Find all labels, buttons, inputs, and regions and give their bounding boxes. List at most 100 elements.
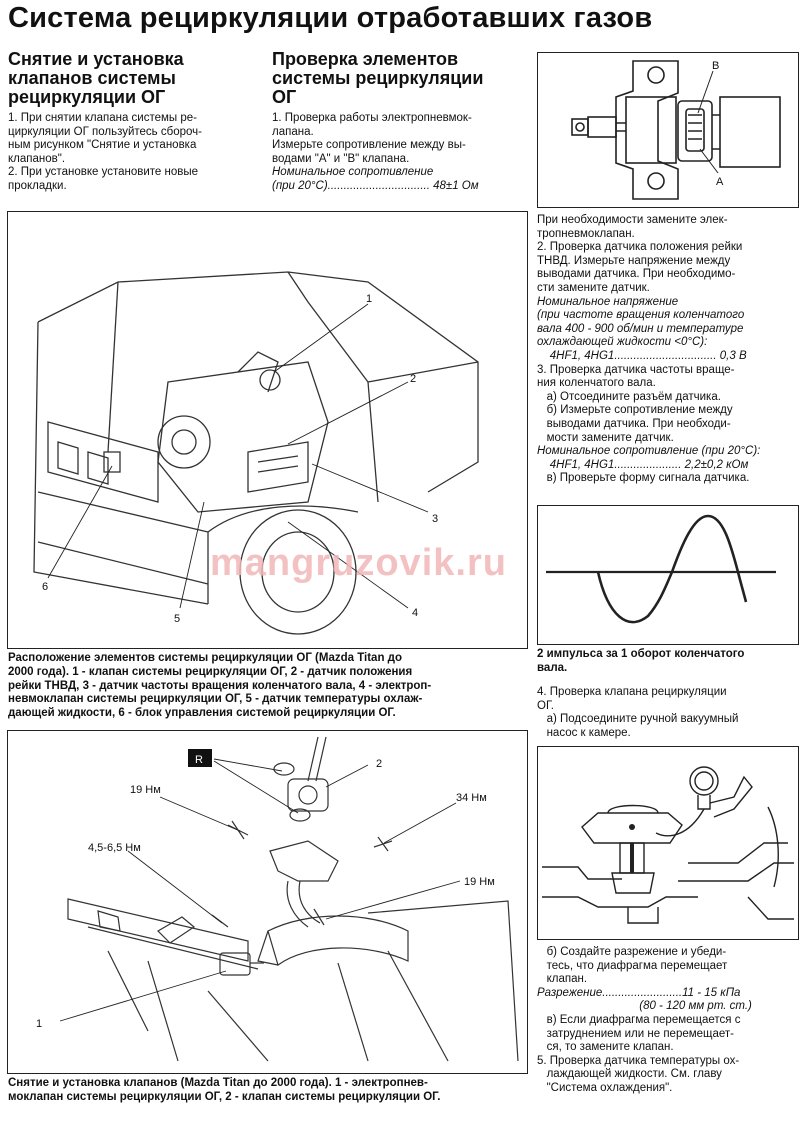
text-line: тропневмоклапан. <box>537 227 635 240</box>
r-badge-label: R <box>195 754 203 766</box>
label-b: B <box>712 60 719 72</box>
text-line: мости замените датчик. <box>537 431 674 444</box>
right-text-2: 4. Проверка клапана рециркуляции ОГ. а) … <box>537 686 802 740</box>
vacuum-pump-figure <box>537 746 799 940</box>
text-line: Измерьте сопротивление между вы- <box>272 139 466 152</box>
caption-line: Расположение элементов системы рециркуля… <box>8 652 402 664</box>
callout-2: 2 <box>410 373 416 385</box>
torque-34nm: 34 Нм <box>456 792 487 804</box>
page-title: Система рециркуляции отработавших газов <box>8 2 653 34</box>
text-line: выводами датчика. При необходи- <box>537 417 731 430</box>
text-line: Номинальное напряжение <box>537 295 679 308</box>
torque-19nm-upper: 19 Нм <box>130 784 161 796</box>
caption-line: Снятие и установка клапанов (Mazda Titan… <box>8 1077 428 1089</box>
callout-6: 6 <box>42 581 48 593</box>
section-check-heading: Проверка элементов системы рециркуляции … <box>272 50 527 107</box>
caption-line: дающей жидкости, 6 - блок управления сис… <box>8 707 396 720</box>
spec-value: (при 20°С)..............................… <box>272 179 479 192</box>
text-line: насос к камере. <box>537 726 631 739</box>
heading-line: ОГ <box>272 87 297 107</box>
text-line: в) Если диафрагма перемещается с <box>537 1013 741 1026</box>
solenoid-valve-drawing: B A <box>571 60 781 200</box>
heading-line: системы рециркуляции <box>272 68 484 88</box>
signal-curve <box>596 514 748 624</box>
heading-line: клапанов системы <box>8 68 176 88</box>
caption-line: 2000 года). 1 - клапан системы рециркуля… <box>8 665 413 678</box>
section-check: Проверка элементов системы рециркуляции … <box>272 50 527 194</box>
text-line: выводами датчика. При необходимо- <box>537 268 736 281</box>
text-line: охлаждающей жидкости <0°С): <box>537 336 708 349</box>
valve-install-figure: R 2 19 Нм 34 Нм 4,5-6,5 Нм 19 Нм 1 <box>7 730 528 1074</box>
section-check-body: 1. Проверка работы электропневмок- лапан… <box>272 112 527 194</box>
sine-waveform <box>546 514 776 624</box>
text-line: "Система охлаждения". <box>537 1081 673 1094</box>
spec-label: Номинальное сопротивление <box>272 166 434 179</box>
torque-19nm-lower: 19 Нм <box>464 876 495 888</box>
text-line: ОГ. <box>537 699 554 712</box>
text-line: ния коленчатого вала. <box>537 377 656 390</box>
section-removal-body: 1. При снятии клапана системы ре- циркул… <box>8 112 263 194</box>
text-line: Разрежение.........................11 - … <box>537 986 741 999</box>
caption-line: вала. <box>537 661 568 674</box>
text-line: лаждающей жидкости. См. главу <box>537 1068 722 1081</box>
text-line: 2. Проверка датчика положения рейки <box>537 241 743 254</box>
text-line: водами "А" и "В" клапана. <box>272 152 410 165</box>
waveform-caption: 2 импульса за 1 оборот коленчатого вала. <box>537 648 802 676</box>
text-line: 4HF1, 4HG1..................... 2,2±0,2 … <box>537 458 749 471</box>
text-line: лапана. <box>272 125 314 138</box>
egr-valve-drawing <box>542 766 794 924</box>
text-line: 4. Проверка клапана рециркуляции <box>537 686 727 698</box>
text-line: 3. Проверка датчика частоты враще- <box>537 363 735 376</box>
section-removal: Снятие и установка клапанов системы реци… <box>8 50 263 194</box>
heading-line: Снятие и установка <box>8 49 184 69</box>
text-line: циркуляции ОГ пользуйтесь сбороч- <box>8 125 202 138</box>
text-line: ным рисунком "Снятие и установка <box>8 139 197 152</box>
text-line: клапанов". <box>8 152 66 165</box>
label-a: A <box>716 176 724 188</box>
caption-line: 2 импульса за 1 оборот коленчатого <box>537 648 745 660</box>
valve-install-drawing: R 2 19 Нм 34 Нм 4,5-6,5 Нм 19 Нм 1 <box>36 736 519 1062</box>
callout-1: 1 <box>366 293 372 305</box>
text-line: ся, то замените клапан. <box>537 1041 674 1054</box>
callout-5: 5 <box>174 613 180 625</box>
truck-layout-caption: Расположение элементов системы рециркуля… <box>8 652 530 721</box>
valve-install-caption: Снятие и установка клапанов (Mazda Titan… <box>8 1077 530 1105</box>
truck-engine-drawing: 1 2 3 4 5 6 <box>33 271 479 635</box>
text-line: прокладки. <box>8 179 67 192</box>
text-line: 4HF1, 4HG1..............................… <box>537 349 747 362</box>
text-line: а) Подсоедините ручной вакуумный <box>537 713 739 726</box>
text-line: 1. Проверка работы электропневмок- <box>272 112 472 124</box>
text-line: (80 - 120 мм рт. ст.) <box>537 1000 752 1013</box>
torque-4-5-6-5nm: 4,5-6,5 Нм <box>88 842 141 854</box>
text-line: клапан. <box>537 973 588 986</box>
callout-4: 4 <box>412 607 418 619</box>
truck-layout-figure: 1 2 3 4 5 6 <box>7 211 528 649</box>
caption-line: рейки ТНВД, 3 - датчик частоты вращения … <box>8 679 432 692</box>
waveform-figure <box>537 505 799 645</box>
watermark: mangruzovik.ru <box>210 542 507 584</box>
r-badge <box>188 749 212 767</box>
text-line: тесь, что диафрагма перемещает <box>537 959 728 972</box>
right-text-1: При необходимости замените элек- тропнев… <box>537 214 802 486</box>
text-line: При необходимости замените элек- <box>537 214 728 226</box>
text-line: в) Проверьте форму сигнала датчика. <box>537 472 750 485</box>
text-line: вала 400 - 900 об/мин и температуре <box>537 322 744 335</box>
heading-line: рециркуляции ОГ <box>8 87 166 107</box>
text-line: сти замените датчик. <box>537 281 650 294</box>
text-line: 1. При снятии клапана системы ре- <box>8 112 197 124</box>
text-line: Номинальное сопротивление (при 20°С): <box>537 445 761 458</box>
section-removal-heading: Снятие и установка клапанов системы реци… <box>8 50 263 107</box>
text-line: б) Создайте разрежение и убеди- <box>537 946 727 958</box>
valve-figure: B A <box>537 52 799 208</box>
text-line: (при частоте вращения коленчатого <box>537 309 745 322</box>
heading-line: Проверка элементов <box>272 49 459 69</box>
callout-1: 1 <box>36 1018 42 1030</box>
text-line: затруднением или не перемещает- <box>537 1027 735 1040</box>
caption-line: моклапан системы рециркуляции ОГ, 2 - кл… <box>8 1090 441 1103</box>
text-line: 2. При установке установите новые <box>8 166 199 179</box>
callout-3: 3 <box>432 513 438 525</box>
text-line: а) Отсоедините разъём датчика. <box>537 390 721 403</box>
caption-line: невмоклапан системы рециркуляции ОГ, 5 -… <box>8 693 423 706</box>
text-line: ТНВД. Измерьте напряжение между <box>537 254 731 267</box>
right-text-3: б) Создайте разрежение и убеди- тесь, чт… <box>537 946 802 1096</box>
